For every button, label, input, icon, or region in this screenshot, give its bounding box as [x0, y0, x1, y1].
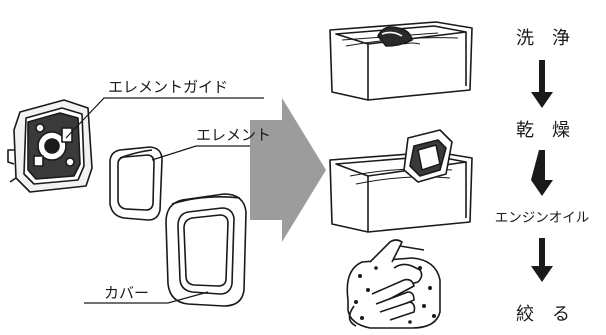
down-arrow-icon	[531, 60, 553, 108]
down-arrow-icon	[531, 150, 553, 196]
leader-element	[151, 145, 264, 161]
label-element-guide: エレメントガイド	[108, 78, 229, 96]
step-label-engine-oil: エンジンオイル	[494, 210, 590, 226]
leader-element-guide	[65, 97, 264, 139]
step-label-washing: 洗 浄	[516, 28, 570, 49]
step-label-squeeze: 絞 る	[516, 304, 570, 325]
leader-lines	[65, 97, 264, 304]
tray-washing	[329, 21, 473, 101]
right-block-arrow-shape	[250, 98, 326, 242]
tray-drying	[329, 129, 473, 233]
label-element: エレメント	[196, 126, 272, 144]
label-cover: カバー	[104, 284, 150, 302]
cover-foam	[165, 193, 247, 307]
down-arrow-icon	[531, 238, 553, 282]
hands-squeezing	[346, 239, 441, 329]
step-label-drying: 乾 燥	[516, 120, 570, 141]
step-arrows	[531, 60, 553, 282]
air-cleaner-housing	[7, 99, 93, 193]
leader-cover	[84, 291, 209, 304]
element-foam	[109, 146, 163, 221]
